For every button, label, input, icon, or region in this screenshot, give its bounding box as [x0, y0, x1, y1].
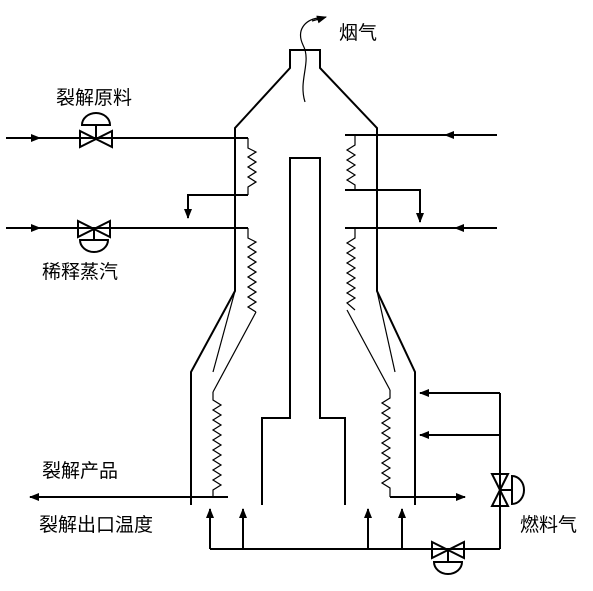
right-radiant-link [346, 309, 391, 391]
shell-divider-right [376, 290, 396, 373]
right-convection-coil-lower [345, 228, 357, 311]
right-radiant-coil [380, 390, 392, 497]
right-crossover-line [345, 189, 424, 223]
flue-gas-arrow [311, 15, 327, 24]
left-convection-coil-upper [246, 138, 258, 195]
left-radiant-link [212, 311, 257, 393]
furnace-shell [190, 49, 416, 505]
right-convection-coil-upper [345, 135, 357, 190]
left-crossover-line [184, 194, 248, 219]
cracking-feed-label: 裂解原料 [56, 87, 133, 109]
shell-divider-left [212, 290, 236, 373]
fuel-gas-label: 燃料气 [520, 514, 578, 536]
steam-control-valve[interactable] [77, 219, 111, 253]
left-radiant-coil [211, 392, 223, 497]
outlet-temperature-label: 裂解出口温度 [39, 514, 154, 536]
flue-gas-stream [299, 17, 319, 103]
fuel-header-valve[interactable] [431, 540, 465, 575]
cracked-product-label: 裂解产品 [42, 460, 119, 482]
left-convection-coil-lower [246, 228, 258, 313]
feed-control-valve[interactable] [79, 112, 113, 149]
flue-gas-label: 烟气 [339, 22, 378, 44]
dilution-steam-label: 稀释蒸汽 [42, 261, 119, 283]
fuel-riser-valve[interactable] [490, 473, 525, 507]
